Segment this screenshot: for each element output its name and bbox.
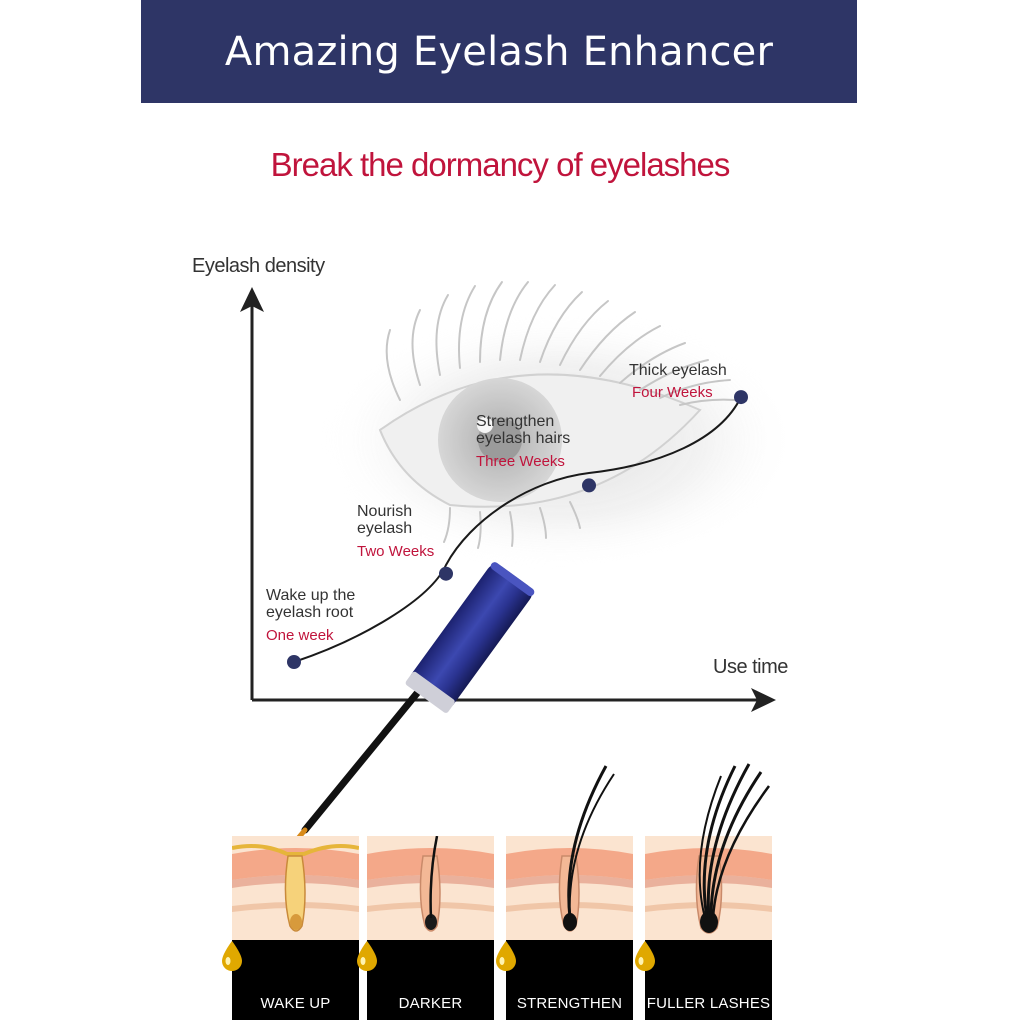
- skin-cross-section: [645, 763, 772, 940]
- data-point: [734, 390, 748, 405]
- subtitle: Break the dormancy of eyelashes: [270, 146, 731, 183]
- oil-drop-icon: [222, 941, 242, 971]
- growth-curve: [293, 396, 742, 663]
- stage-label: Nourish eyelash: [357, 503, 413, 537]
- oil-drop-icon: [635, 941, 655, 971]
- stage-time: Three Weeks: [476, 453, 565, 470]
- skin-cross-section: [506, 765, 633, 940]
- stage-label: Thick eyelash: [629, 362, 727, 379]
- serum-bottle-cap: [405, 562, 535, 713]
- banner-title: Amazing Eyelash Enhancer: [224, 28, 774, 75]
- data-point: [287, 655, 301, 669]
- step-panel-wake-up: WAKE UP: [222, 836, 359, 1022]
- header-banner: Amazing Eyelash Enhancer: [141, 0, 857, 103]
- step-label: FULLER LASHES: [646, 995, 771, 1012]
- stage-time: Four Weeks: [632, 384, 713, 401]
- step-caption: STRENGTHEN: [496, 940, 633, 1020]
- y-axis: [240, 287, 264, 700]
- step-label: WAKE UP: [260, 995, 331, 1012]
- eye-background: [320, 281, 800, 570]
- data-point: [439, 566, 453, 581]
- stage-label: Strengthen eyelash hairs: [476, 413, 571, 447]
- data-point: [582, 478, 596, 493]
- applicator-wand: [287, 688, 422, 851]
- x-axis: [252, 688, 776, 712]
- step-panel-darker: DARKER: [357, 836, 494, 1022]
- step-caption: WAKE UP: [222, 940, 359, 1020]
- step-panel-strengthen: STRENGTHEN: [496, 765, 633, 1022]
- oil-drop-icon: [496, 941, 516, 971]
- skin-cross-section: [232, 836, 359, 940]
- stage-label: Wake up the eyelash root: [266, 587, 356, 621]
- step-caption: FULLER LASHES: [635, 940, 772, 1020]
- stage-time: Two Weeks: [357, 543, 435, 560]
- oil-drop-icon: [357, 941, 377, 971]
- y-axis-label: Eyelash density: [192, 255, 325, 277]
- step-label: STRENGTHEN: [516, 995, 623, 1012]
- step-panel-fuller-lashes: FULLER LASHES: [635, 763, 772, 1022]
- stage-time: One week: [266, 627, 334, 644]
- step-label: DARKER: [398, 995, 463, 1012]
- step-caption: DARKER: [357, 940, 494, 1020]
- skin-cross-section: [367, 836, 494, 940]
- x-axis-label: Use time: [713, 656, 788, 678]
